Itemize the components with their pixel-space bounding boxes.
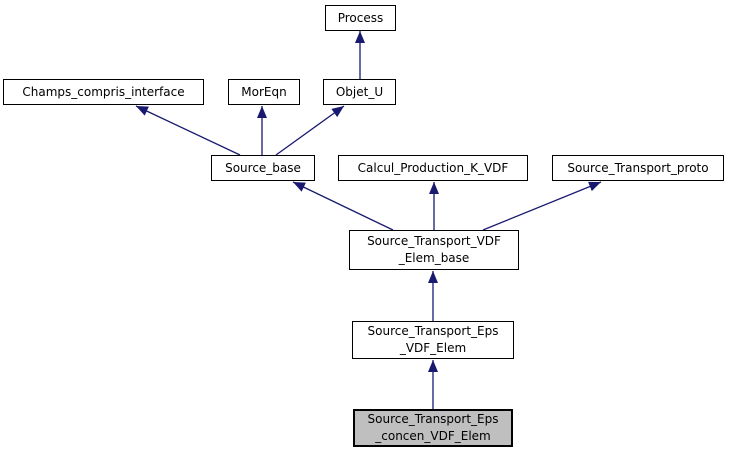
arrow-source-transport-vdf-elem-base-to-source-base: [292, 181, 394, 231]
arrow-source-transport-vdf-elem-base-to-source-transport-proto: [482, 181, 602, 231]
class-node-source-base[interactable]: Source_base: [211, 155, 315, 181]
class-node-source-transport-eps-vdf-elem[interactable]: Source_Transport_Eps _VDF_Elem: [352, 321, 514, 359]
class-node-objet-u[interactable]: Objet_U: [323, 79, 396, 105]
class-node-champs-compris-interface[interactable]: Champs_compris_interface: [3, 79, 204, 105]
arrow-source-base-to-champs-compris-interface: [135, 105, 241, 156]
class-node-source-transport-eps-concen-vdf-elem: Source_Transport_Eps _concen_VDF_Elem: [353, 409, 513, 447]
class-node-source-transport-vdf-elem-base[interactable]: Source_Transport_VDF _Elem_base: [349, 230, 519, 270]
class-node-source-transport-proto[interactable]: Source_Transport_proto: [552, 155, 724, 181]
class-node-moreqn[interactable]: MorEqn: [228, 79, 300, 105]
arrow-source-base-to-objet-u: [275, 105, 345, 156]
class-node-process[interactable]: Process: [325, 5, 396, 31]
class-node-calcul-production-k-vdf[interactable]: Calcul_Production_K_VDF: [338, 155, 528, 181]
